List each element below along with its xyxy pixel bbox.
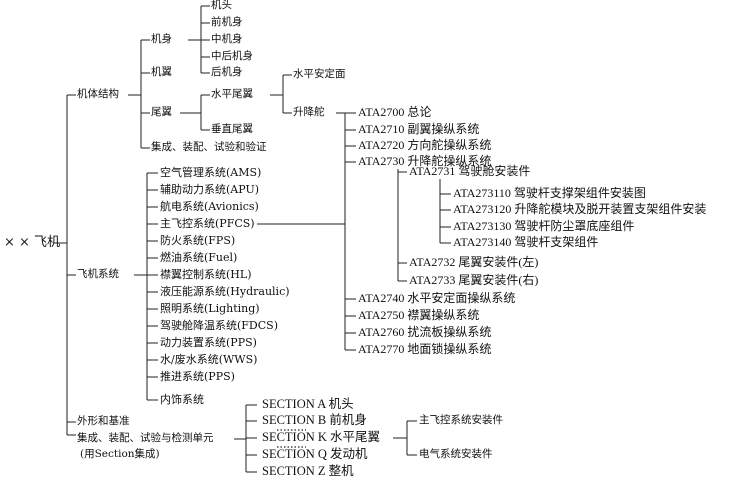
section-item: SECTION A 机头 — [262, 397, 354, 411]
ata2730-child: ATA2731 驾驶舱安装件 — [409, 164, 531, 178]
ata2731-child: ATA273140 驾驶杆支架组件 — [453, 235, 599, 249]
section-item: SECTION Q 发动机 — [262, 447, 368, 461]
ata-item: ATA2730 升降舵操纵系统 — [358, 154, 492, 168]
ata-item: ATA2750 襟翼操纵系统 — [358, 308, 480, 322]
system-item: 液压能源系统(Hydraulic) — [160, 285, 290, 298]
system-item: 驾驶舱降温系统(FDCS) — [160, 319, 278, 332]
system-item: 主飞控系统(PFCS) — [160, 217, 255, 230]
system-item: 推进系统(PPS) — [160, 370, 235, 383]
node-integration: 集成、装配、试验和验证 — [151, 141, 267, 153]
system-item: 动力装置系统(PPS) — [160, 336, 257, 349]
node-tail: 尾翼 — [151, 106, 172, 118]
ata2731-child: ATA273120 升降舵模块及脱开装置支架组件安装 — [453, 202, 707, 216]
system-item: 燃油系统(Fuel) — [160, 251, 238, 264]
section-item: SECTION K 水平尾翼 — [262, 430, 381, 444]
system-item: 水/废水系统(WWS) — [160, 353, 258, 366]
ata2731-child: ATA273130 驾驶杆防尘罩底座组件 — [453, 219, 635, 233]
ata-item: ATA2710 副翼操纵系统 — [358, 122, 480, 136]
ata2730-child: ATA2733 尾翼安装件(右) — [409, 273, 539, 287]
node-fuselage: 机身 — [151, 33, 172, 45]
node-elevator: 升降舵 — [293, 106, 325, 118]
node-systems: 飞机系统 — [77, 268, 119, 280]
ata-item: ATA2720 方向舵操纵系统 — [358, 138, 492, 152]
ata-item: ATA2760 扰流板操纵系统 — [358, 325, 492, 339]
ata-item: ATA2740 水平安定面操纵系统 — [358, 291, 516, 305]
node-fuselage-part: 中后机身 — [211, 50, 253, 62]
node-horizontal-tail: 水平尾翼 — [211, 88, 253, 100]
node-stabilizer: 水平安定面 — [293, 68, 346, 80]
node-fuselage-part: 机头 — [211, 0, 232, 11]
system-item: 空气管理系统(AMS) — [160, 166, 262, 179]
section-k-child: 电气系统安装件 — [419, 448, 493, 460]
ata2730-child: ATA2732 尾翼安装件(左) — [409, 255, 539, 269]
ata-item: ATA2770 地面锁操纵系统 — [358, 342, 492, 356]
node-wing: 机翼 — [151, 66, 172, 78]
node-fuselage-part: 后机身 — [211, 66, 243, 78]
node-shape: 外形和基准 — [77, 415, 130, 427]
system-item: 防火系统(FPS) — [160, 234, 236, 247]
system-item: 内饰系统 — [160, 393, 204, 406]
ata2731-child: ATA273110 驾驶杆支撑架组件安装图 — [453, 186, 646, 200]
system-item: 辅助动力系统(APU) — [160, 183, 260, 196]
system-item: 照明系统(Lighting) — [160, 302, 260, 315]
section-k-child: 主飞控系统安装件 — [419, 414, 503, 426]
system-item: 襟翼控制系统(HL) — [160, 268, 252, 281]
node-vertical-tail: 垂直尾翼 — [211, 123, 253, 135]
node-assembly: 集成、装配、试验与检测单元 — [77, 432, 214, 444]
node-structure: 机体结构 — [77, 88, 119, 100]
section-item: SECTION B 前机身 — [262, 413, 367, 427]
ata-item: ATA2700 总论 — [358, 105, 432, 119]
node-assembly-note: (用Section集成) — [80, 448, 160, 460]
system-item: 航电系统(Avionics) — [160, 200, 259, 213]
root-node: × × 飞机 — [4, 235, 61, 250]
section-item: SECTION Z 整机 — [262, 464, 354, 478]
node-fuselage-part: 前机身 — [211, 16, 243, 28]
node-fuselage-part: 中机身 — [211, 33, 243, 45]
